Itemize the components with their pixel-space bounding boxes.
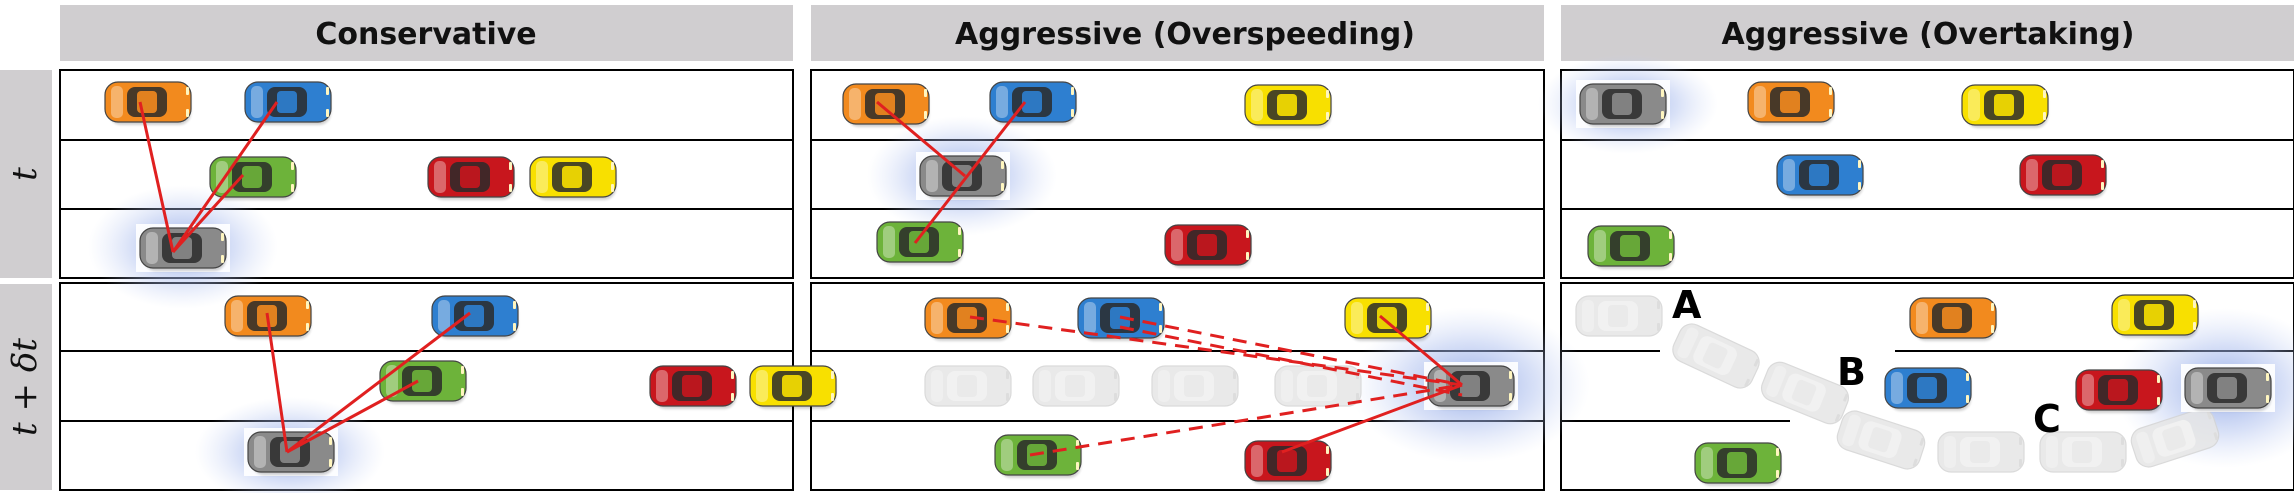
ghost-car-trail (1836, 410, 1926, 470)
ego-car-gray (2181, 364, 2275, 412)
road-panels (59, 69, 2294, 491)
column-title-conservative: Conservative (315, 17, 536, 52)
car-orange (924, 297, 1012, 341)
marker-b: B (1837, 350, 1866, 394)
car-red (1244, 440, 1332, 484)
car-orange (842, 83, 930, 127)
column-title-overspeeding: Aggressive (Overspeeding) (955, 17, 1415, 52)
car-green (1587, 225, 1675, 269)
car-red (649, 365, 737, 409)
car-yellow (1344, 297, 1432, 341)
car-green (379, 360, 467, 404)
car-yellow (2111, 294, 2199, 338)
car-yellow (529, 156, 617, 200)
car-yellow (1961, 84, 2049, 128)
ghost-car-trail (1274, 365, 1362, 407)
ghost-car-trail (1032, 365, 1120, 407)
car-blue (1077, 297, 1165, 341)
marker-c: C (2033, 397, 2061, 441)
column-title-overtaking: Aggressive (Overtaking) (1722, 17, 2135, 52)
car-red (427, 156, 515, 200)
car-blue (1776, 154, 1864, 198)
ego-car-gray (1424, 362, 1518, 410)
row-bar-t (0, 70, 52, 278)
car-green (1694, 442, 1782, 486)
header-bar-conservative (60, 5, 793, 61)
car-orange (1747, 81, 1835, 125)
ego-car-gray (244, 428, 338, 476)
car-blue (1884, 367, 1972, 411)
ego-car-gray (1576, 80, 1670, 128)
car-red (2019, 154, 2107, 198)
marker-a: A (1672, 283, 1702, 327)
ghost-car-trail (2130, 408, 2220, 468)
ghost-car-trail (1575, 295, 1663, 337)
car-orange (1909, 297, 1997, 341)
car-green (209, 156, 297, 200)
car-orange (104, 81, 192, 125)
car-red (2075, 369, 2163, 413)
ghost-car-trail (1672, 323, 1760, 389)
car-blue (244, 81, 332, 125)
ghost-car-trail (924, 365, 1012, 407)
ghost-car-trail (2039, 431, 2127, 473)
row-bar-t-delta (0, 284, 52, 490)
car-blue (989, 81, 1077, 125)
row-label-t: t (5, 167, 45, 181)
ghost-car-trail (1760, 361, 1850, 425)
car-green (994, 434, 1082, 478)
car-yellow (1244, 84, 1332, 128)
car-red (1164, 224, 1252, 268)
ego-car-gray (136, 224, 230, 272)
header-bar-overspeeding (811, 5, 1544, 61)
interaction-lines (138, 100, 1463, 457)
highlight-glows (88, 54, 2294, 493)
row-label-t-delta: t + δt (5, 338, 45, 436)
header-bar-overtaking (1561, 5, 2294, 61)
car-orange (224, 295, 312, 339)
ghost-car-trail (1151, 365, 1239, 407)
ghost-car-trail (1937, 431, 2025, 473)
car-green (876, 221, 964, 265)
car-yellow (749, 365, 837, 409)
